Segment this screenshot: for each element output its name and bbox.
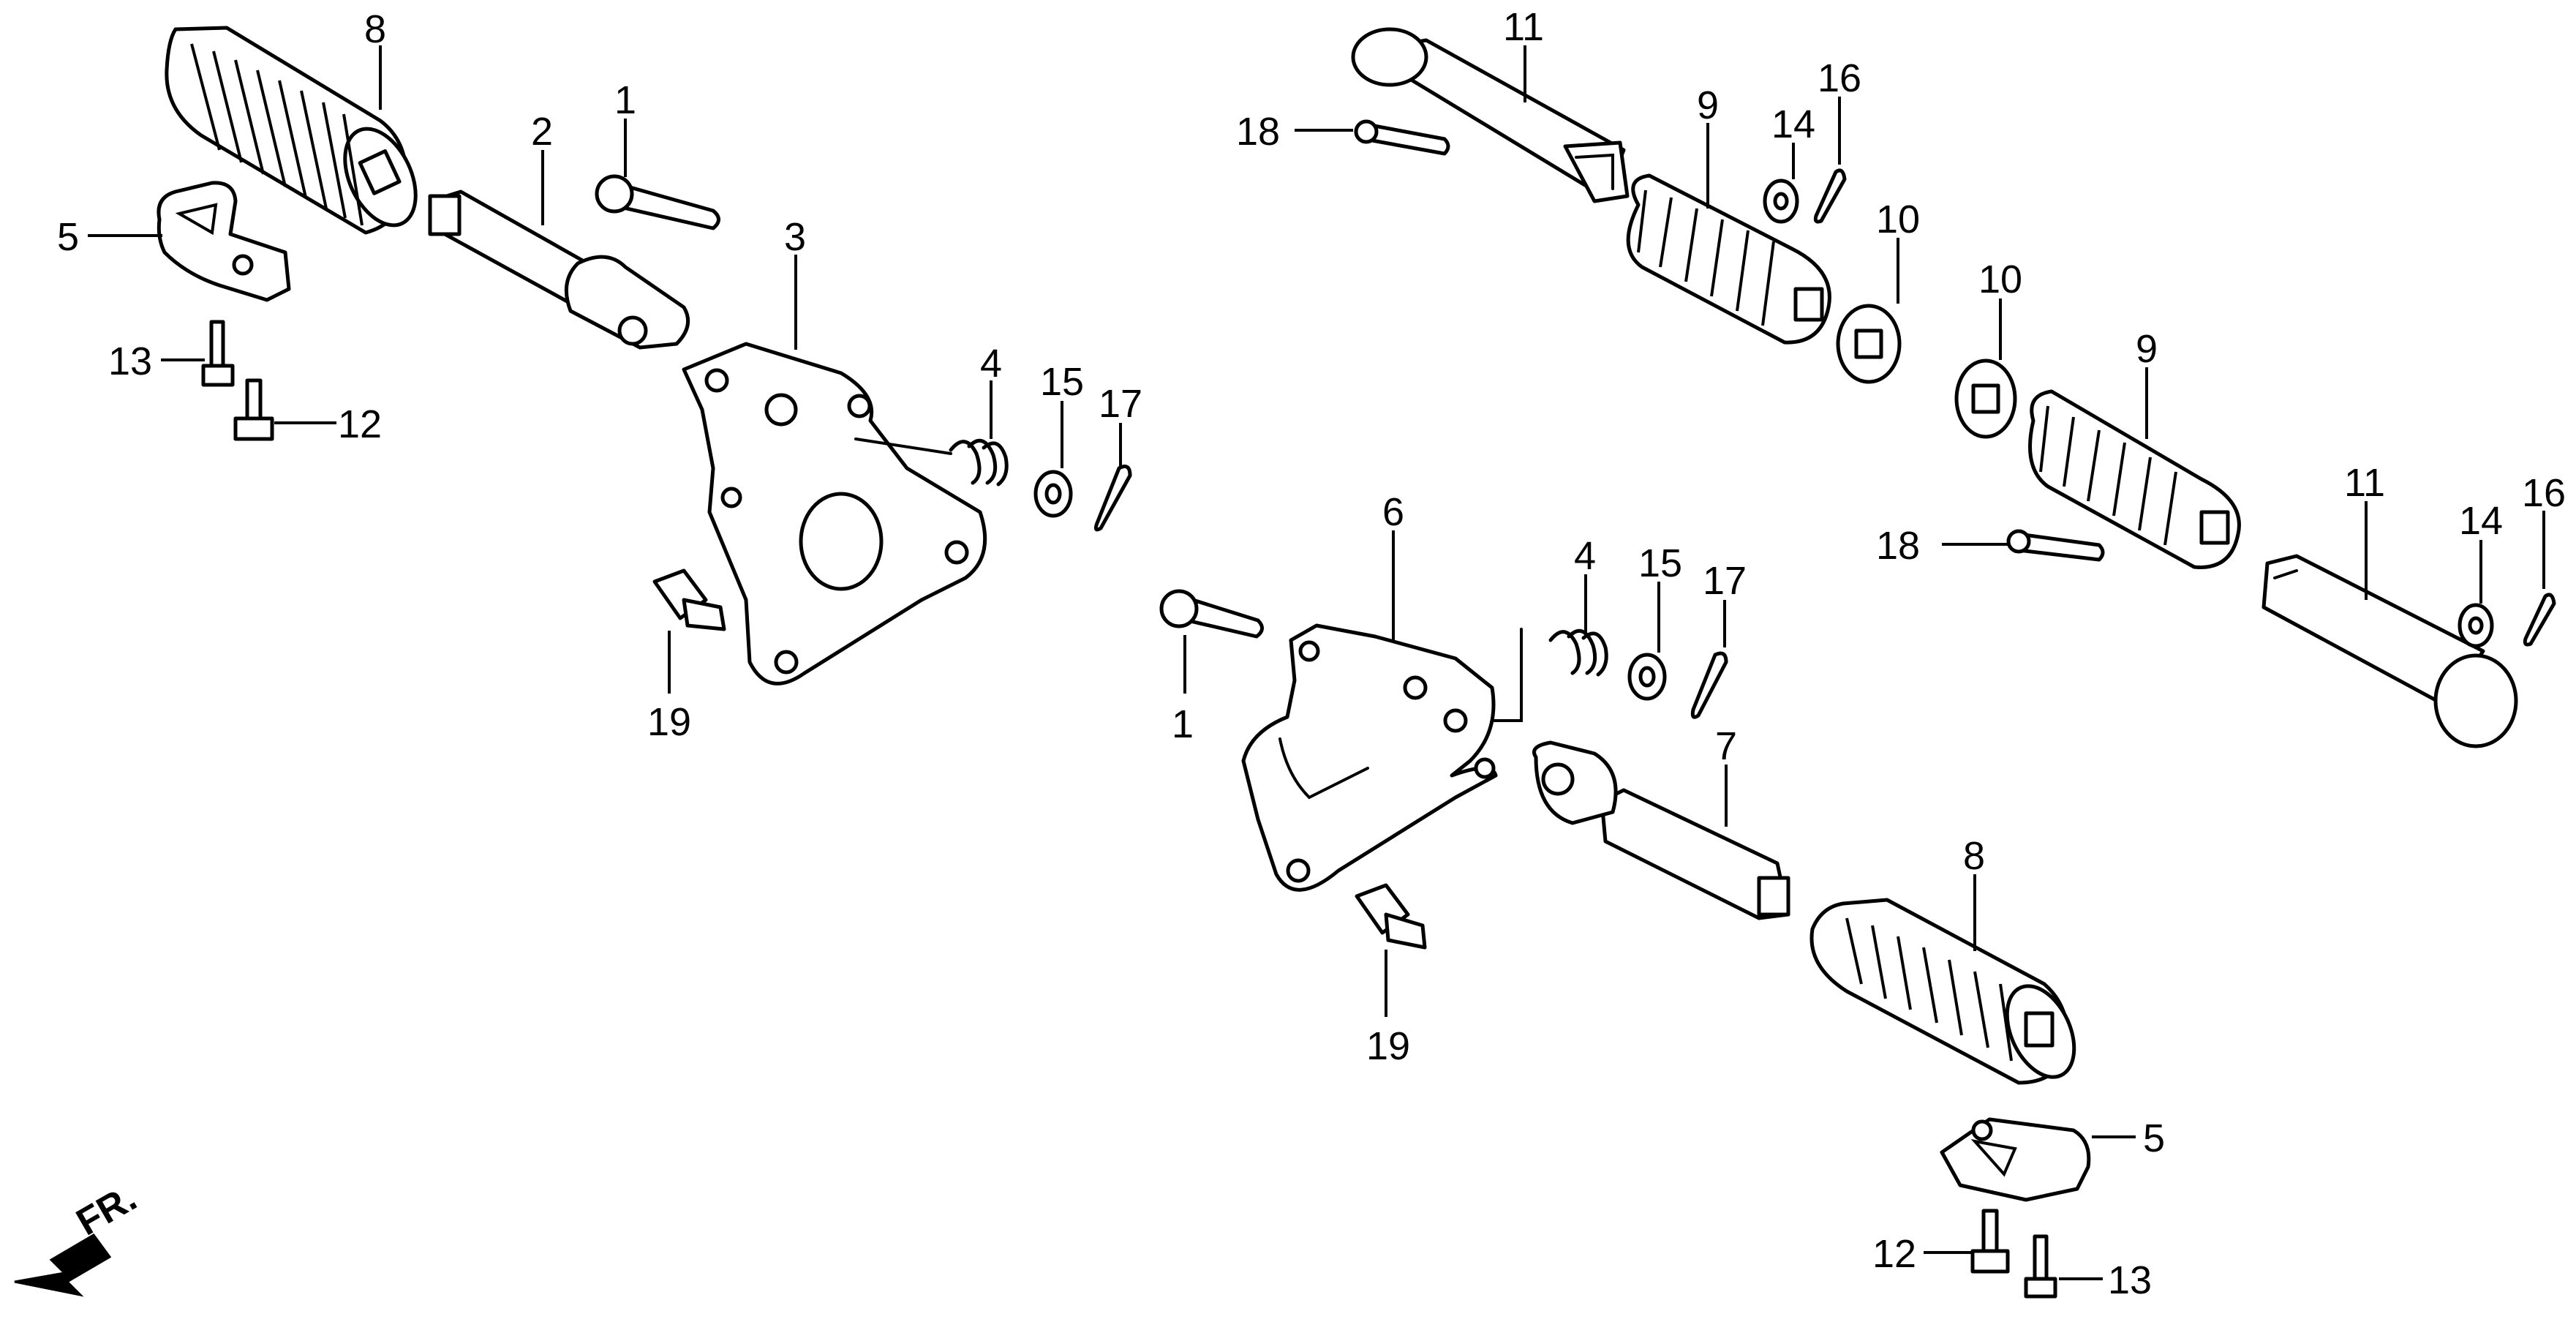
pin-center — [1159, 589, 1264, 639]
callout-19: 19 — [1366, 1024, 1410, 1068]
callout-labels: 8 5 13 12 2 1 3 4 15 17 19 11 18 9 14 16… — [57, 5, 2566, 1302]
peg-rubber-top — [1626, 173, 1831, 345]
callout-10: 10 — [1876, 198, 1920, 241]
square-washer-10-b — [1954, 358, 2017, 439]
callout-16: 16 — [1818, 56, 1861, 100]
callout-15: 15 — [1040, 360, 1084, 404]
callout-16: 16 — [2522, 471, 2566, 515]
callout-14: 14 — [2459, 499, 2503, 543]
front-direction-indicator: FR. — [14, 1176, 144, 1297]
footpeg-rubber-left — [165, 26, 418, 235]
clevis-pin-top — [1354, 119, 1450, 156]
spring-right — [1491, 628, 1608, 722]
bolt-12-left — [233, 378, 274, 441]
callout-2: 2 — [531, 110, 553, 154]
callout-13: 13 — [2108, 1258, 2152, 1302]
callout-5: 5 — [2143, 1116, 2165, 1160]
bolt-12-right — [1970, 1209, 2010, 1274]
callout-8: 8 — [1963, 834, 1985, 878]
washer-14-top — [1763, 179, 1799, 224]
callout-12: 12 — [338, 402, 382, 446]
washer-left — [1033, 470, 1073, 518]
callout-18: 18 — [1876, 524, 1920, 568]
callout-19: 19 — [647, 700, 691, 744]
cotter-pin-16-top — [1813, 168, 1847, 224]
callout-6: 6 — [1382, 490, 1404, 534]
callout-7: 7 — [1715, 724, 1737, 768]
callout-4: 4 — [1574, 534, 1596, 578]
washer-14-bottom — [2458, 603, 2494, 648]
callout-3: 3 — [784, 215, 806, 259]
cotter-pin-16-bottom — [2523, 593, 2556, 647]
flange-bolt-right — [1355, 883, 1427, 950]
footpeg-bracket-left — [682, 342, 987, 686]
callout-11: 11 — [1503, 5, 1544, 49]
front-direction-label: FR. — [69, 1176, 144, 1244]
footpeg-guard-right — [1940, 1117, 2091, 1202]
peg-shaft-top — [1351, 27, 1630, 203]
footpeg-bracket-right — [1241, 623, 1498, 892]
footpeg-guard-left — [157, 181, 291, 302]
clevis-pin-middle — [2006, 529, 2105, 562]
washer-right — [1627, 653, 1667, 701]
callout-12: 12 — [1872, 1232, 1916, 1276]
footpeg-rubber-right — [1809, 898, 2076, 1085]
bolt-13-left — [201, 320, 235, 387]
cotter-pin-left — [1093, 465, 1132, 532]
pin-left — [595, 174, 720, 230]
callout-11: 11 — [2344, 461, 2385, 505]
callout-17: 17 — [1703, 559, 1747, 603]
callout-1: 1 — [1172, 702, 1194, 746]
square-washer-10-a — [1836, 304, 1902, 384]
callout-13: 13 — [108, 339, 152, 383]
cotter-pin-right — [1690, 651, 1728, 719]
peg-arm-right — [1532, 740, 1790, 920]
callout-9: 9 — [2136, 327, 2158, 371]
callout-9: 9 — [1697, 83, 1719, 127]
bolt-13-right — [2024, 1234, 2057, 1299]
callout-8: 8 — [364, 7, 386, 51]
peg-rubber-middle — [2028, 389, 2241, 569]
callout-15: 15 — [1638, 541, 1682, 585]
callout-18: 18 — [1236, 110, 1280, 154]
front-direction-arrow-icon — [14, 1233, 112, 1297]
flange-bolt-left — [652, 568, 726, 631]
callout-1: 1 — [614, 78, 636, 122]
callout-10: 10 — [1978, 258, 2022, 301]
callout-14: 14 — [1771, 102, 1815, 146]
callout-17: 17 — [1099, 382, 1142, 426]
peg-arm-left — [428, 189, 690, 350]
leader-lines — [88, 45, 2545, 1280]
callout-5: 5 — [57, 215, 79, 259]
callout-4: 4 — [980, 342, 1002, 386]
peg-shaft-bottom — [2261, 554, 2518, 748]
spring-left — [854, 437, 1009, 487]
